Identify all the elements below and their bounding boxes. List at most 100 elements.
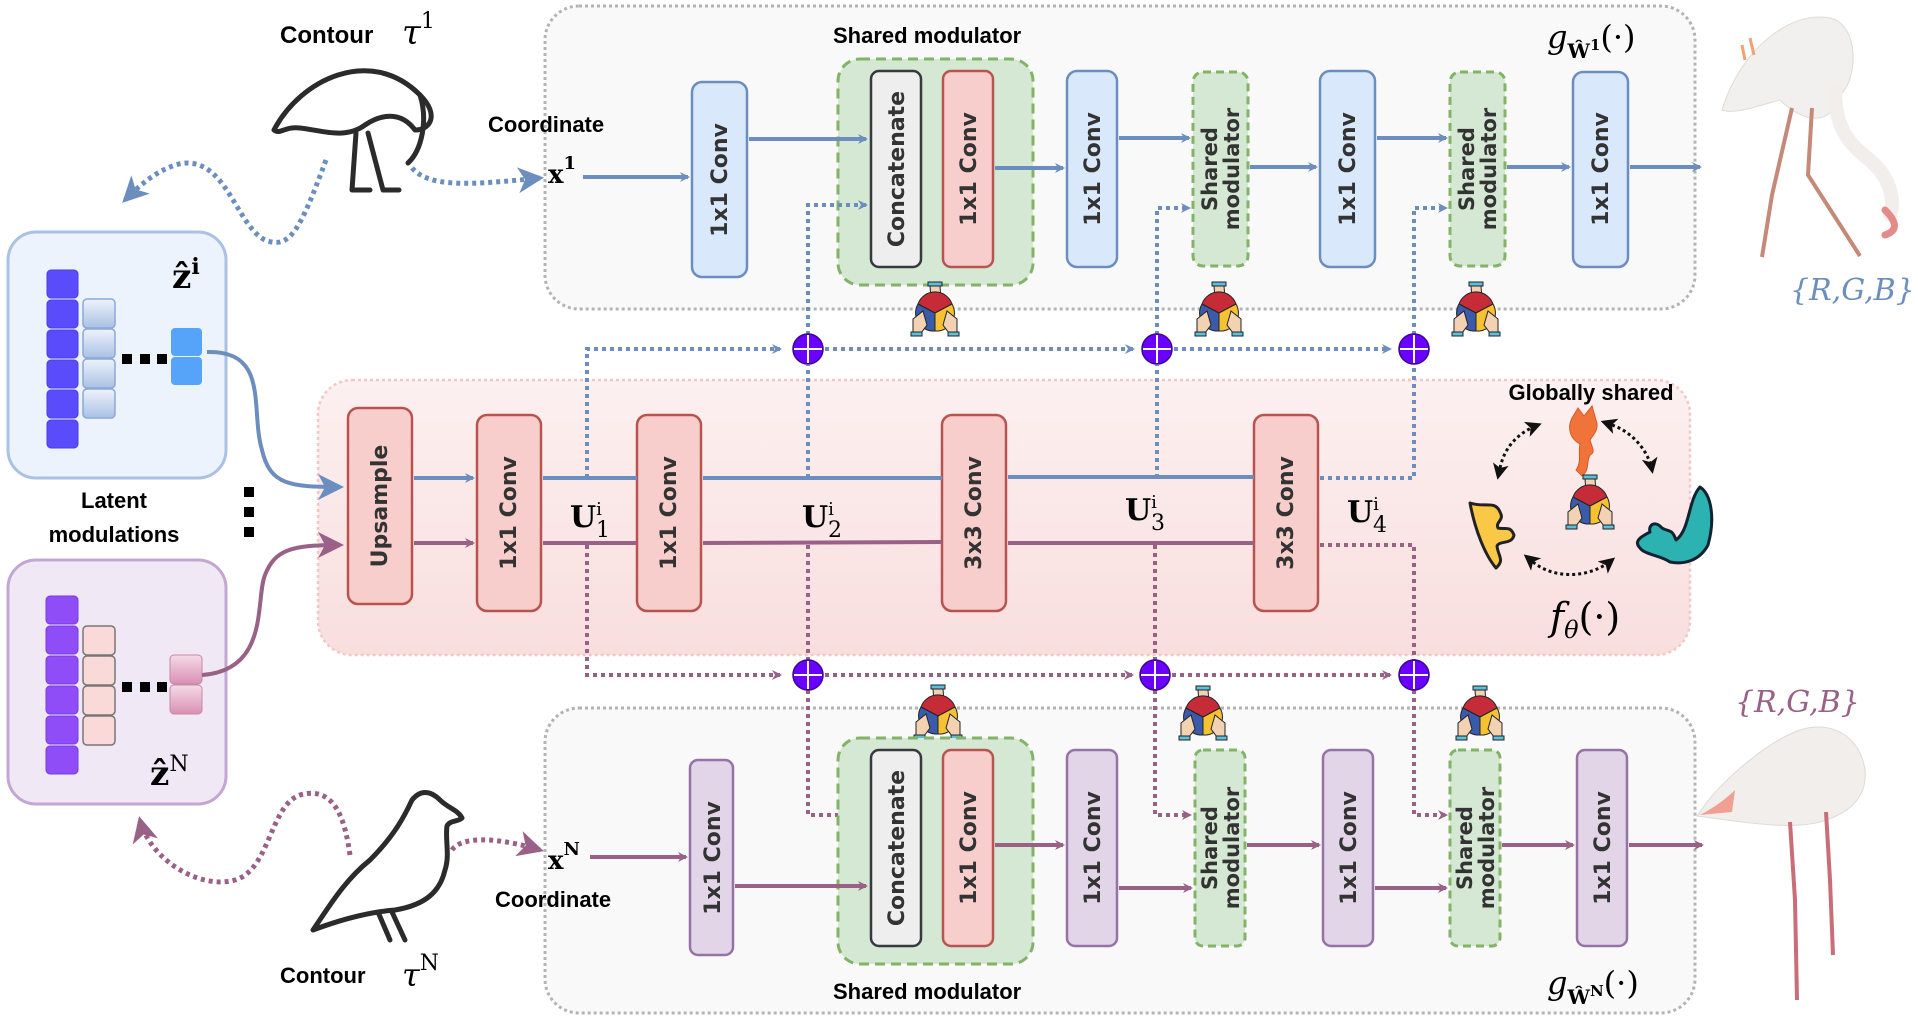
bottom-skip-u1	[585, 545, 782, 680]
bottom-shared-conv-label: 1x1 Conv	[957, 790, 982, 904]
top-output-rgb: {R,G,B}	[1790, 273, 1915, 308]
bottom-plus-node-3	[1398, 659, 1430, 691]
global-sharing-cycle	[1468, 404, 1714, 576]
bottom-shared-modulator-title: Shared modulator	[833, 979, 1022, 1004]
bottom-concatenate	[869, 748, 923, 948]
bottom-conv-2	[1065, 748, 1119, 948]
top-contour-to-coordinate-arrow	[410, 166, 544, 194]
bottom-latent-vector-2	[82, 625, 116, 746]
top-shared-conv-label: 1x1 Conv	[957, 111, 982, 225]
bottom-shared-conv	[941, 748, 995, 948]
top-function-label: gŴ1(·)	[1547, 18, 1636, 63]
bottom-latent-vector-last	[169, 654, 203, 715]
bottom-coordinate-symbol: xN	[548, 839, 580, 876]
global-conv-4-label: 3x3 Conv	[1274, 455, 1299, 569]
bird-contour-bottom-icon	[310, 790, 465, 943]
top-contour-symbol: τ1	[402, 9, 435, 53]
top-conv-4-label: 1x1 Conv	[1589, 111, 1614, 225]
top-plus-node-1	[792, 333, 824, 365]
bottom-shared-modulator-1	[1193, 748, 1247, 948]
bottom-skip-plus2-to-mod1	[1153, 690, 1192, 820]
cycle-arrow-top-left	[1493, 421, 1542, 480]
bottom-latent-to-upsample	[201, 532, 344, 677]
bottom-contour-symbol: τN	[402, 951, 439, 994]
top-skip-u4	[1320, 365, 1416, 480]
bottom-sharing-hands-icon-3	[1455, 685, 1505, 741]
top-branch-panel	[543, 4, 1697, 311]
global-conv-3	[940, 413, 1008, 613]
global-conv-1-label: 1x1 Conv	[497, 455, 522, 569]
squirrel-teal-icon	[1636, 485, 1714, 565]
top-conv-3	[1318, 69, 1377, 269]
top-shared-modulator-2-label: Sharedmodulator	[1455, 107, 1501, 230]
fox-icon	[1569, 404, 1598, 477]
top-latent-vector-2	[82, 298, 116, 419]
bottom-conv-4-label: 1x1 Conv	[1591, 790, 1616, 904]
top-shared-modulator-box	[836, 57, 1035, 287]
top-latent-symbol: ẑi	[172, 254, 200, 297]
global-upsample-label: Upsample	[368, 445, 393, 568]
global-conv-2-label: 1x1 Conv	[657, 455, 682, 569]
bottom-conv-1-label: 1x1 Conv	[701, 800, 726, 914]
top-skip-plus3-to-mod2	[1412, 203, 1448, 335]
flamingo-resting-image	[1696, 726, 1866, 1001]
top-skip-plus1-to-concat	[806, 200, 868, 335]
puzzle-yellow-icon	[1468, 501, 1516, 570]
global-bottom-line-2	[702, 540, 943, 545]
bottom-contour-to-coordinate-arrow	[449, 831, 544, 857]
top-plus-node-3	[1398, 333, 1430, 365]
top-conv-4	[1571, 70, 1630, 269]
top-coordinate-label: Coordinate	[488, 112, 604, 137]
top-latent-to-upsample	[206, 349, 344, 500]
bottom-branch-panel	[543, 706, 1697, 1015]
bottom-conv-1	[688, 758, 735, 957]
top-shared-modulator-1	[1191, 70, 1250, 268]
top-skip-plus2-to-mod1	[1155, 203, 1191, 335]
top-conv-1-label: 1x1 Conv	[708, 122, 733, 236]
top-plus-node-2	[1141, 333, 1173, 365]
top-conv-2	[1065, 69, 1119, 269]
global-function-label: fθ(·)	[1547, 595, 1620, 644]
bottom-sharing-hands-icon-2	[1178, 685, 1228, 741]
top-contour-label: Contour	[280, 22, 373, 49]
vertical-ellipsis	[244, 487, 254, 537]
bottom-conv-4	[1575, 748, 1629, 948]
global-conv-4	[1252, 413, 1320, 613]
top-latent-vector-1	[46, 269, 79, 449]
top-conv-3-label: 1x1 Conv	[1336, 111, 1361, 225]
top-latent-ellipsis	[122, 354, 167, 364]
bird-contour-top-icon	[271, 68, 434, 193]
bottom-skip-u4	[1320, 543, 1416, 660]
bottom-latent-ellipsis	[122, 682, 167, 692]
top-coordinate-symbol: x1	[548, 153, 576, 190]
bottom-shared-modulator-2-label: Sharedmodulator	[1453, 786, 1499, 909]
top-shared-conv	[941, 69, 995, 269]
bottom-concatenate-label: Concatenate	[885, 770, 910, 926]
global-conv-2	[635, 413, 703, 613]
bottom-contour-label: Contour	[280, 963, 366, 988]
bottom-sharing-hands-icon-1	[913, 684, 963, 740]
bottom-shared-modulator-1-label: Sharedmodulator	[1198, 786, 1244, 909]
top-shared-modulator-title: Shared modulator	[833, 23, 1022, 48]
bottom-function-label: gŴN(·)	[1547, 964, 1639, 1009]
global-upsample	[346, 406, 414, 606]
top-shared-modulator-2	[1448, 70, 1507, 268]
bottom-output-rgb: {R,G,B}	[1735, 685, 1860, 720]
top-conv-1	[690, 80, 749, 279]
top-shared-modulator-1-label: Sharedmodulator	[1198, 107, 1244, 230]
bottom-shared-modulator-box	[836, 736, 1035, 966]
top-skip-u1	[585, 344, 782, 478]
top-conv-2-label: 1x1 Conv	[1081, 111, 1106, 225]
bottom-plus-node-2	[1139, 659, 1171, 691]
bottom-contour-to-latent-arrow	[132, 790, 353, 885]
bottom-plus-node-1	[792, 659, 824, 691]
flamingo-feeding-image	[1721, 16, 1899, 258]
bottom-conv-3	[1321, 748, 1375, 948]
latent-caption-line2: modulations	[49, 522, 180, 547]
global-conv-3-label: 3x3 Conv	[962, 455, 987, 569]
global-conv-1	[475, 413, 543, 613]
